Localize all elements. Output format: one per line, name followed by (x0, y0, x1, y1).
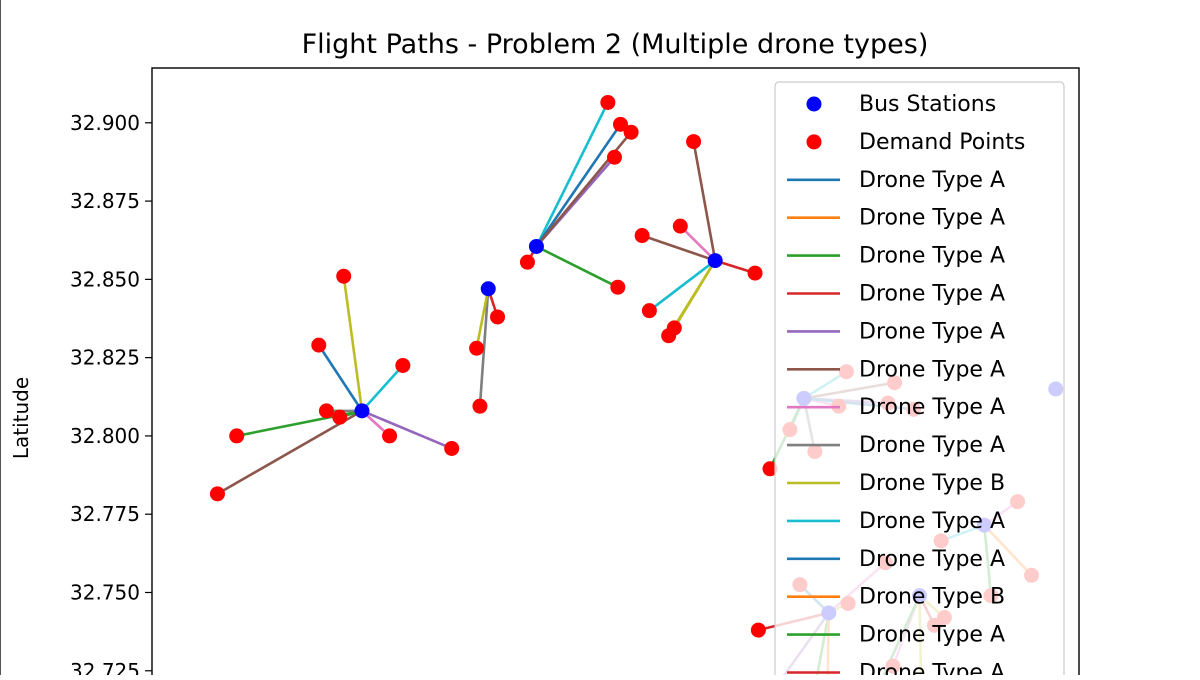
demand-point-marker (472, 398, 488, 414)
demand-point-marker (311, 337, 327, 353)
bus-station-marker (480, 281, 496, 297)
legend-entry-label: Demand Points (859, 130, 1025, 155)
y-tick-label: 32.775 (70, 502, 140, 526)
flight-path-line (535, 101, 610, 248)
demand-point-marker (750, 622, 766, 638)
flight-path-line (478, 288, 490, 407)
flight-path-line (342, 276, 364, 412)
flight-path-line (535, 123, 622, 248)
y-tick-label: 32.825 (70, 346, 140, 370)
legend-entry-label: Bus Stations (859, 92, 996, 117)
flight-path-line (641, 234, 716, 262)
legend-entry-label: Drone Type A (859, 509, 1005, 534)
demand-point-marker (672, 218, 688, 234)
demand-point-marker (634, 228, 650, 244)
flight-path-line (361, 409, 453, 450)
demand-point-marker (762, 461, 778, 477)
legend-entry-label: Drone Type A (859, 206, 1005, 231)
y-axis-ticks: 32.725 32.750 32.775 32.800 32.825 32.850 32.8… (70, 111, 152, 680)
legend-entry-label: Drone Type A (859, 623, 1005, 648)
flight-path-line (679, 225, 717, 262)
demand-point-marker (612, 116, 628, 132)
flight-path-line (648, 259, 716, 312)
demand-point-marker (686, 134, 702, 150)
plot-frame (151, 67, 1080, 680)
y-tick-label: 32.850 (70, 267, 140, 291)
demand-point-marker (610, 279, 626, 295)
y-tick-label: 32.900 (70, 111, 140, 135)
legend-marker (806, 134, 822, 150)
flight-path-line (535, 245, 619, 289)
chart-title: Flight Paths - Problem 2 (Multiple drone… (302, 29, 929, 60)
legend-marker (806, 96, 822, 112)
demand-point-marker (336, 268, 352, 284)
demand-point-marker (469, 340, 485, 356)
legend-entry-label: Drone Type B (859, 585, 1005, 610)
legend-entry-label: Drone Type A (859, 319, 1005, 344)
legend-entry-label: Drone Type B (859, 471, 1005, 496)
demand-point-marker (661, 328, 677, 344)
y-tick-label: 32.875 (70, 189, 140, 213)
demand-point-marker (209, 486, 225, 502)
demand-point-marker (623, 124, 639, 140)
legend-entry-label: Drone Type A (859, 282, 1005, 307)
demand-point-marker (747, 265, 763, 281)
y-tick-label: 32.800 (70, 424, 140, 448)
legend-entry-label: Drone Type A (859, 433, 1005, 458)
legend-entry-label: Drone Type A (859, 395, 1005, 420)
demand-point-marker (395, 357, 411, 373)
demand-point-marker (641, 303, 657, 319)
demand-point-marker (600, 94, 616, 110)
demand-point-marker (382, 428, 398, 444)
demand-point-marker (318, 403, 334, 419)
demand-point-marker (519, 254, 535, 270)
legend-entry-label: Drone Type A (859, 357, 1005, 382)
flight-path-line (317, 344, 364, 412)
legend-entry-label: Drone Type A (859, 661, 1005, 676)
legend-entry-label: Drone Type A (859, 168, 1005, 193)
flight-path-line (216, 409, 363, 495)
flight-path-line (692, 141, 717, 261)
y-tick-label: 32.750 (70, 580, 140, 604)
demand-point-marker (607, 149, 623, 165)
bus-station-marker (528, 238, 544, 254)
y-tick-label: 32.725 (70, 659, 140, 675)
legend-entry-label: Drone Type A (859, 547, 1005, 572)
demand-point-marker (229, 428, 245, 444)
legend-entry-label: Drone Type A (859, 244, 1005, 269)
y-axis-label: Latitude (9, 377, 33, 459)
bus-station-marker (707, 253, 723, 269)
demand-point-marker (444, 440, 460, 456)
legend-box (774, 81, 1065, 680)
flight-path-line (475, 288, 490, 349)
flight-path-line (361, 364, 404, 412)
demand-point-marker (490, 309, 506, 325)
bus-station-marker (354, 403, 370, 419)
demand-point-marker (332, 409, 348, 425)
